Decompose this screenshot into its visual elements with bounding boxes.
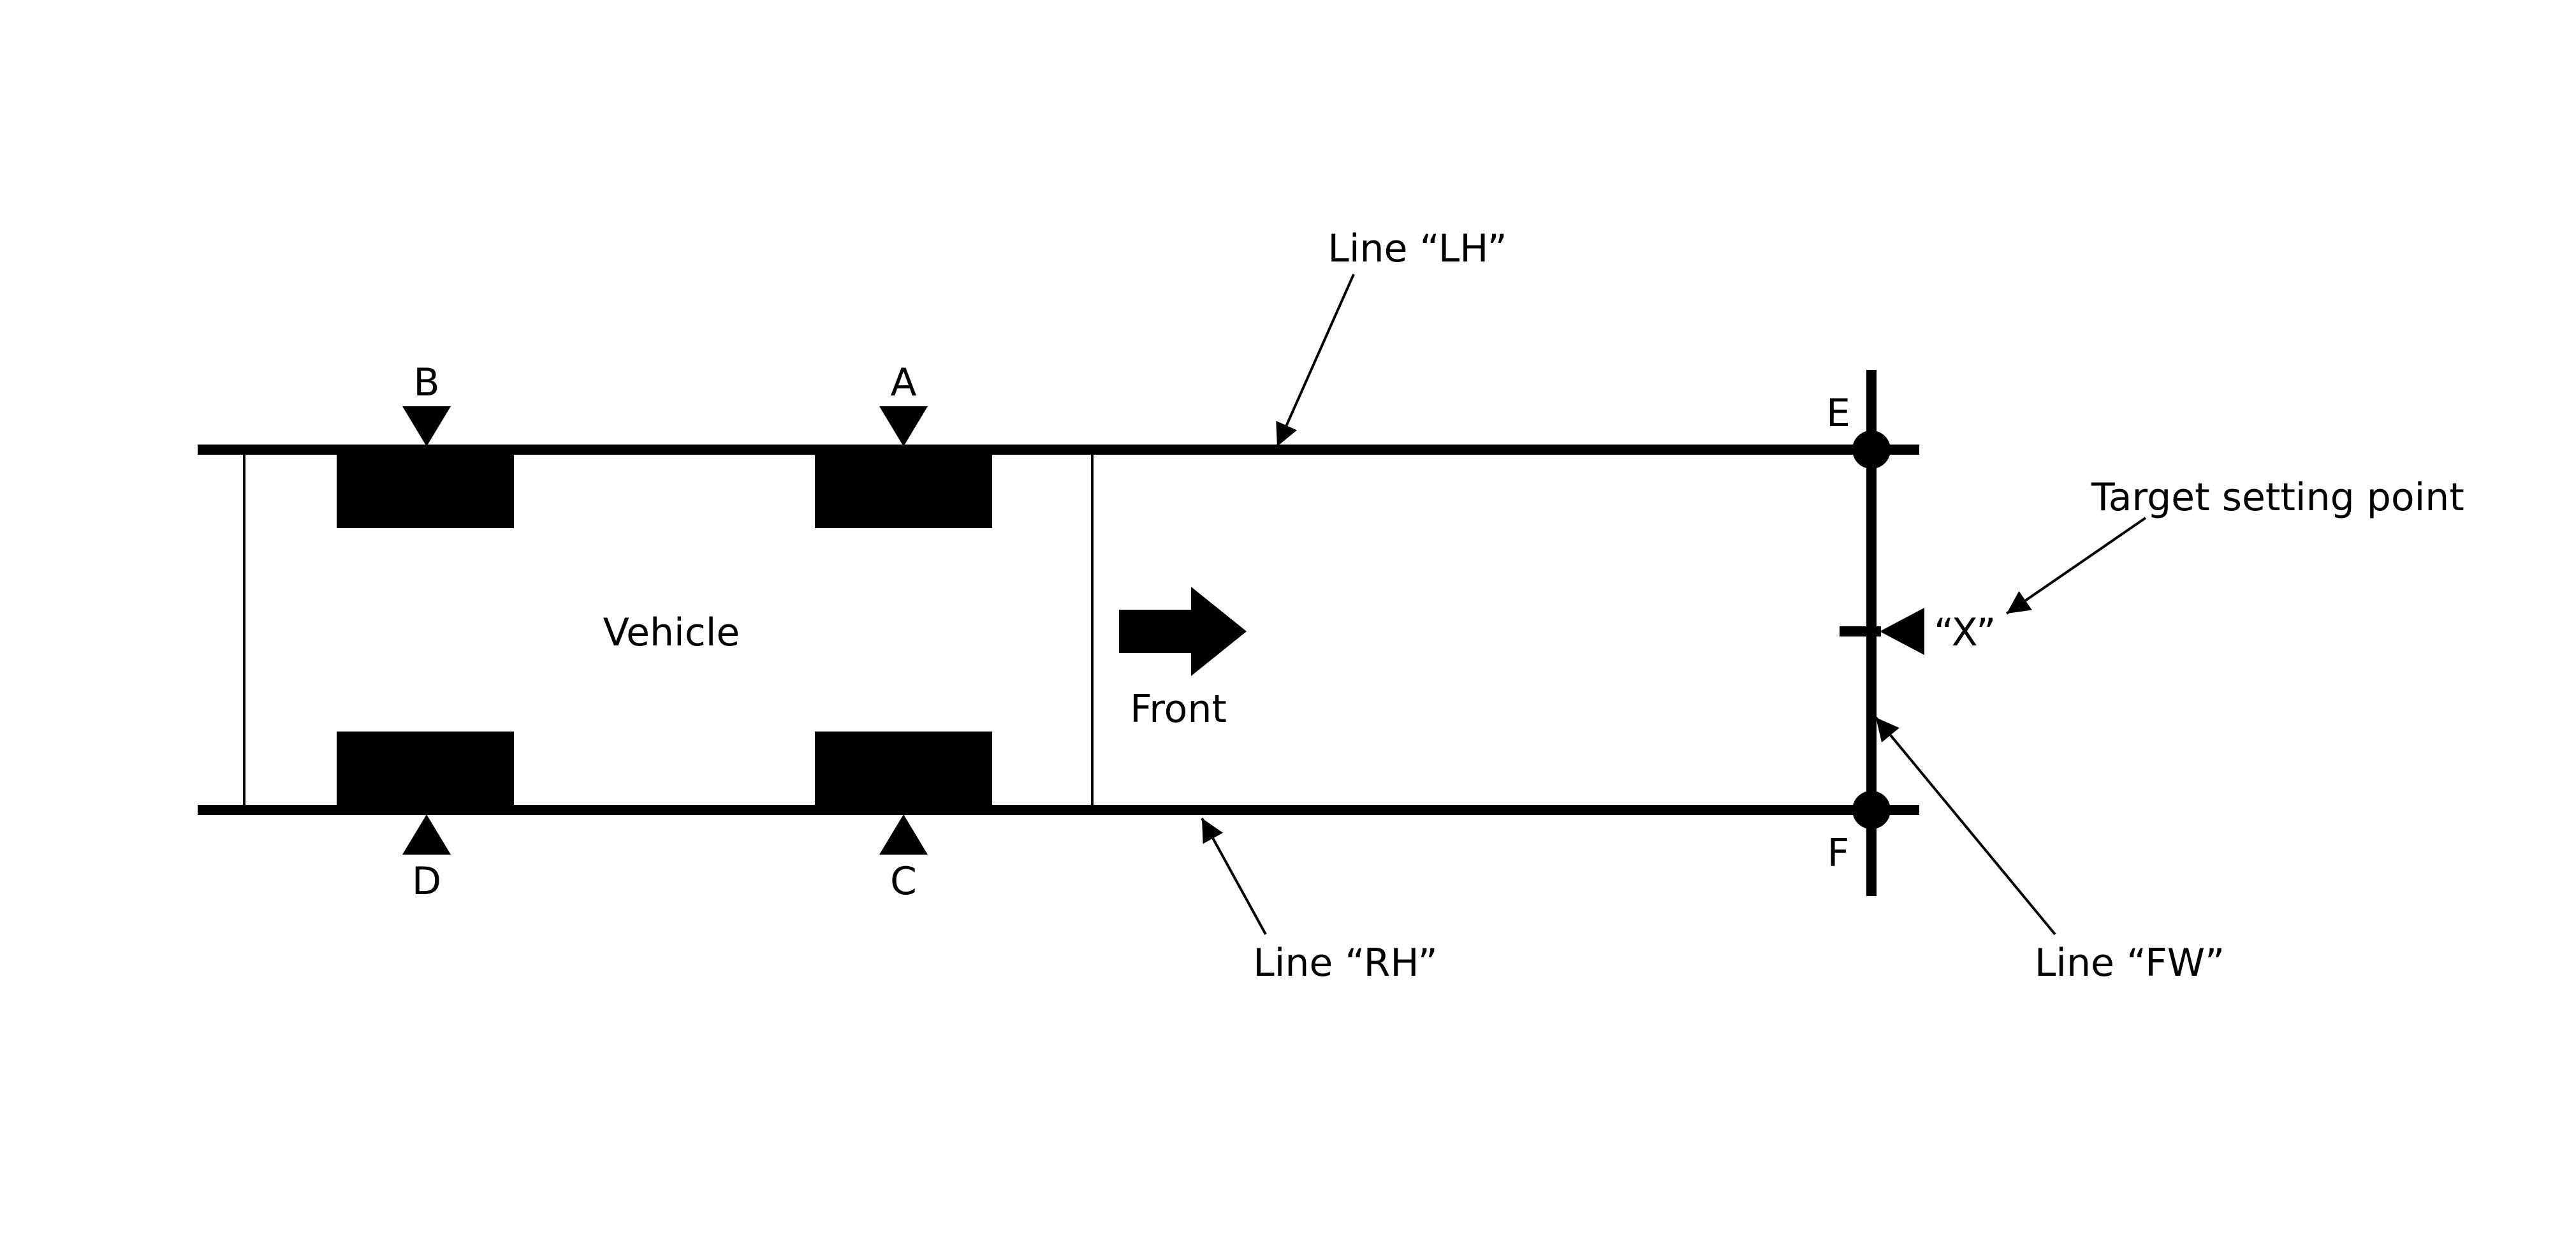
- leader-line-rh: [1201, 818, 1267, 935]
- label-target-setting-point: Target setting point: [2091, 475, 2464, 520]
- marker-d-triangle-icon: [402, 814, 451, 855]
- point-e-dot-icon: [1852, 430, 1891, 469]
- tire-rear-left: [337, 454, 514, 528]
- front-arrow-icon: [1119, 587, 1247, 676]
- label-vehicle: Vehicle: [603, 610, 740, 655]
- marker-a-triangle-icon: [879, 406, 928, 446]
- marker-b-triangle-icon: [402, 406, 451, 446]
- label-point-a: A: [890, 360, 916, 405]
- tire-front-left: [815, 454, 992, 528]
- leader-line-fw: [1875, 716, 2056, 936]
- label-point-f: F: [1827, 831, 1850, 876]
- label-line-rh: Line “RH”: [1253, 941, 1437, 985]
- label-point-b: B: [413, 360, 439, 405]
- label-point-e: E: [1826, 391, 1850, 436]
- tire-rear-right: [337, 732, 514, 806]
- point-f-dot-icon: [1852, 791, 1891, 829]
- label-front: Front: [1130, 687, 1227, 732]
- leader-line-lh: [1276, 274, 1355, 447]
- marker-c-triangle-icon: [879, 814, 928, 855]
- label-line-lh: Line “LH”: [1328, 226, 1507, 271]
- label-line-fw: Line “FW”: [2035, 941, 2225, 985]
- tire-front-right: [815, 732, 992, 806]
- label-x-point: “X”: [1934, 610, 1996, 655]
- label-point-d: D: [412, 859, 441, 904]
- target-x-triangle-icon: [1880, 608, 1924, 655]
- label-point-c: C: [890, 859, 917, 904]
- leader-line-target: [2005, 517, 2147, 615]
